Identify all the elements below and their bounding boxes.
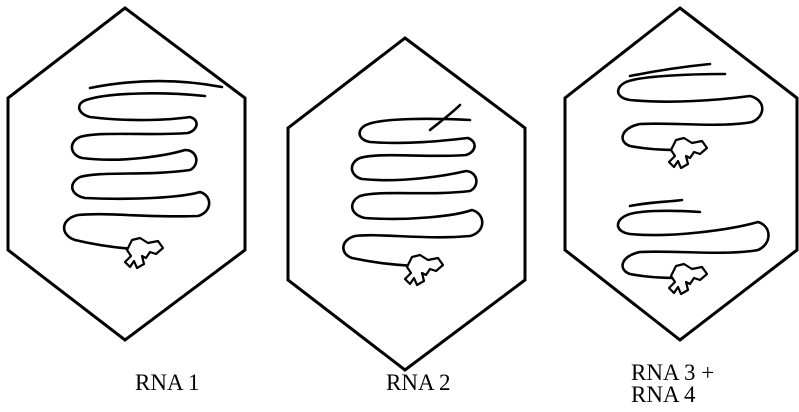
protein-blob (403, 253, 445, 287)
protein-blob (667, 136, 709, 170)
label-rna-1: RNA 1 (135, 370, 200, 395)
protein-blob (667, 262, 709, 296)
capsid-hexagon (286, 36, 527, 372)
label-rna-4-line: RNA 4 (631, 382, 696, 407)
rna-strand-4 (616, 198, 770, 280)
particle-rna-1 (6, 6, 247, 342)
label-rna-2: RNA 2 (386, 370, 451, 395)
rna-strand (342, 103, 484, 268)
label-rna-3-4: RNA 3 + RNA 4 (631, 360, 715, 407)
particle-rna-2 (286, 36, 527, 372)
capsid-hexagon (563, 6, 799, 342)
rna-strand (62, 79, 224, 251)
capsid-hexagon (6, 6, 247, 342)
protein-blob (123, 236, 165, 270)
label-rna-3-line: RNA 3 + (631, 360, 715, 385)
particle-rna-3-4 (563, 6, 799, 342)
rna-strand-3 (616, 62, 764, 152)
